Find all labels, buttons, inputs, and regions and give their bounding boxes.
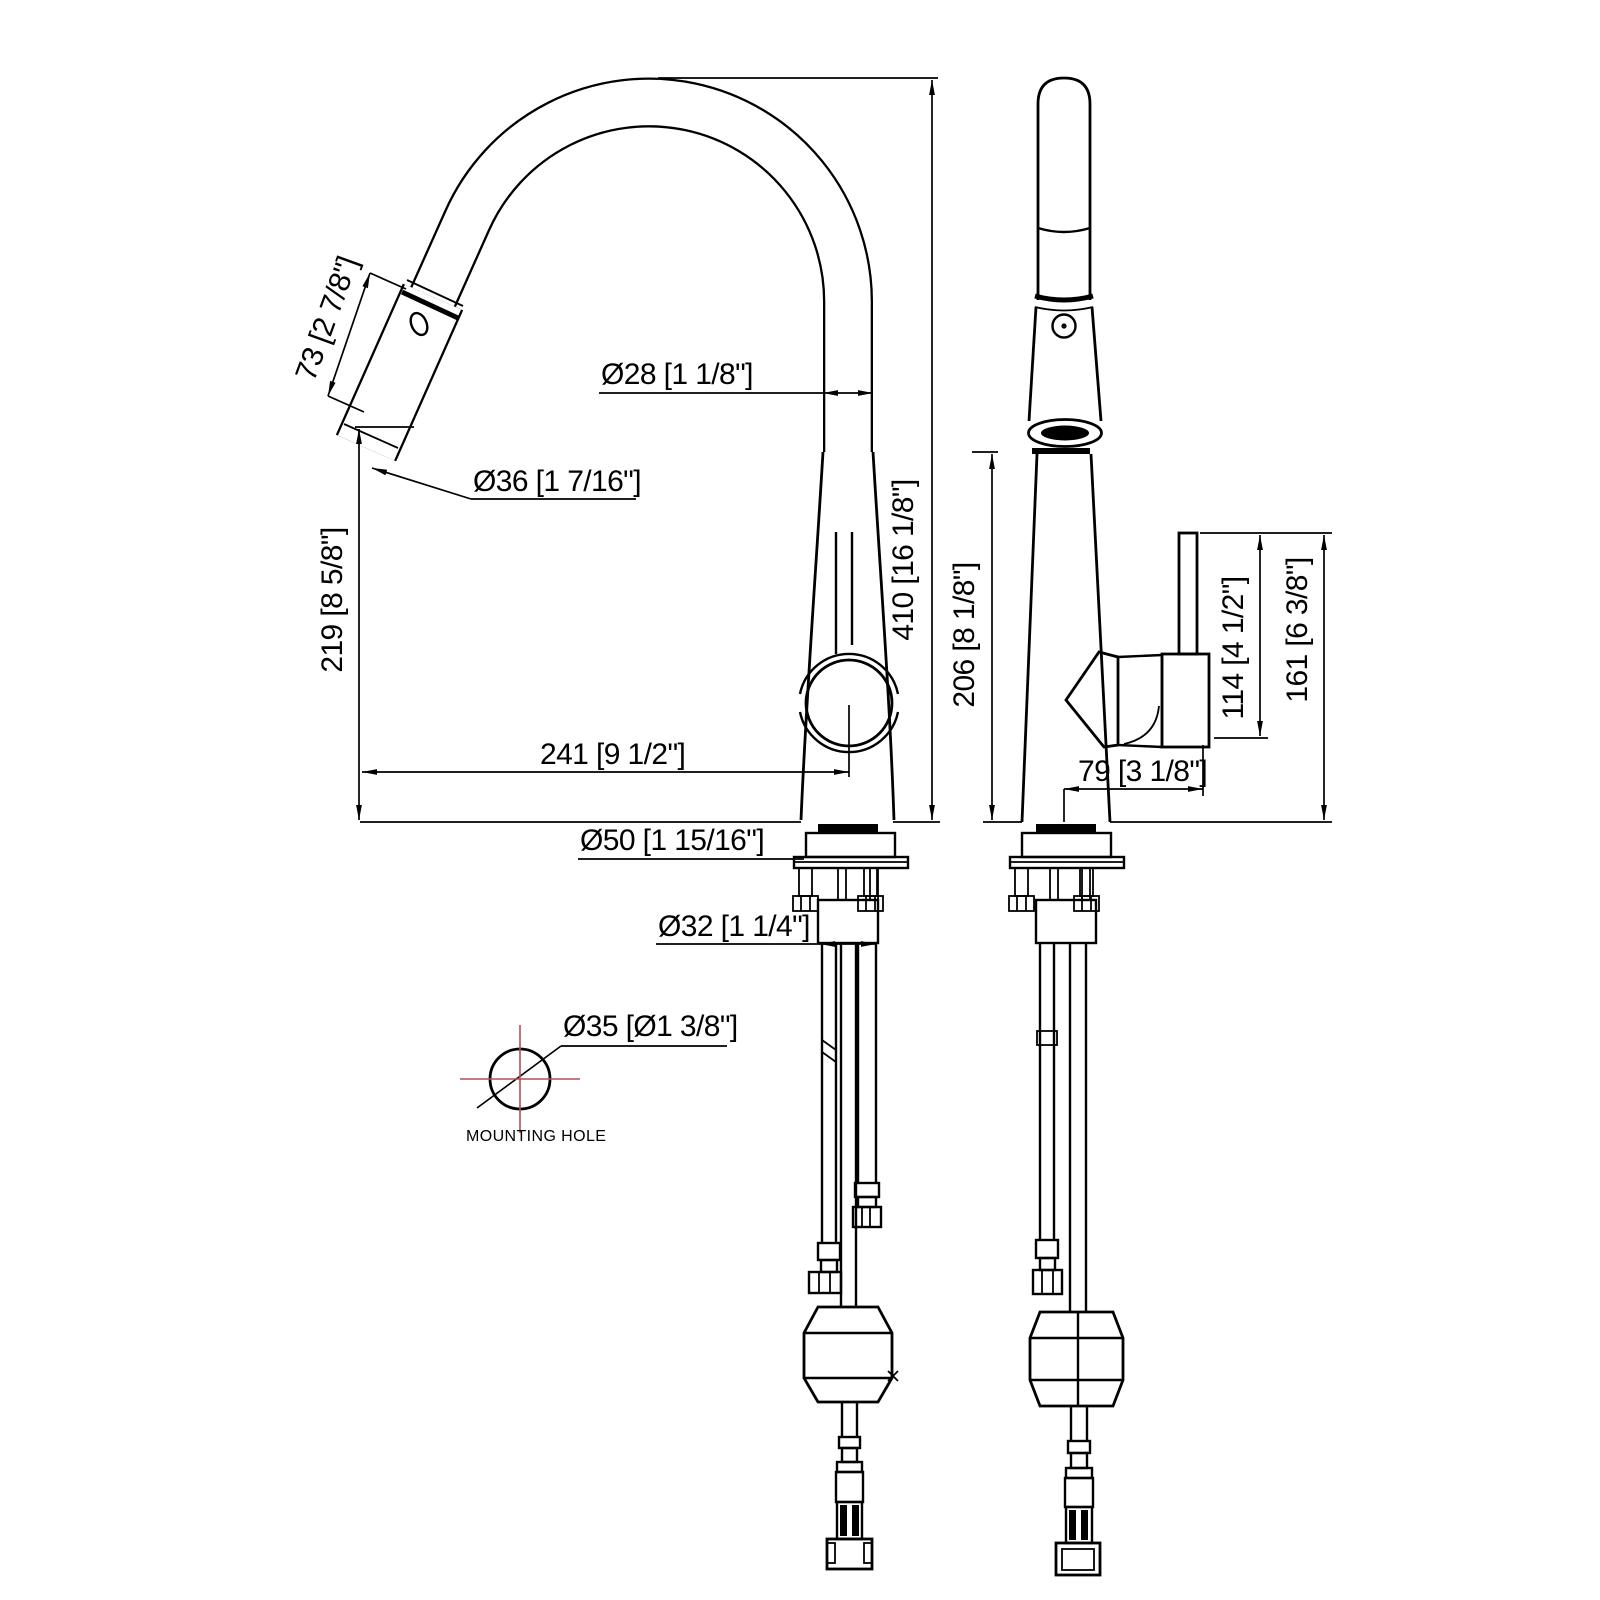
dim-spout-reach: 241 [9 1/2"] xyxy=(362,705,850,777)
front-spray-head xyxy=(1027,306,1103,454)
front-shank xyxy=(1034,898,1098,945)
dim-spout-height: 219 [8 5/8"] xyxy=(316,426,414,820)
dim-spout-height-label: 219 [8 5/8"] xyxy=(316,527,349,672)
dim-spout-tube-diameter-label: Ø28 [1 1/8"] xyxy=(601,358,753,391)
front-spout-tube xyxy=(1034,76,1094,312)
dim-handle-total-height: 161 [6 3/8"] xyxy=(1281,535,1327,820)
mounting-hole-detail: Ø35 [Ø1 3/8"] MOUNTING HOLE xyxy=(460,1010,738,1145)
front-mounting-hardware xyxy=(1008,824,1126,945)
dim-handle-lever-height-label: 114 [4 1/2"] xyxy=(1217,576,1250,719)
dim-handle-offset: 79 [3 1/8"] xyxy=(1063,745,1208,822)
dim-body-height: 206 [8 1/8"] xyxy=(948,451,998,820)
spray-button-side xyxy=(409,311,429,337)
spray-outlet-rim xyxy=(1027,418,1103,448)
spray-button-front xyxy=(1051,313,1077,339)
dim-spray-head-diameter: Ø36 [1 7/16"] xyxy=(371,465,642,500)
side-spray-head xyxy=(335,279,464,462)
side-spout-tube xyxy=(406,77,874,462)
side-hose-weight xyxy=(802,1305,899,1404)
spray-button-dot xyxy=(1061,323,1067,329)
dim-handle-offset-label: 79 [3 1/8"] xyxy=(1078,755,1207,788)
front-supply-hoses xyxy=(1031,943,1088,1312)
side-quick-connector xyxy=(825,1402,874,1571)
dim-shank-diameter: Ø32 [1 1/4"] xyxy=(656,910,876,947)
dim-body-height-label: 206 [8 1/8"] xyxy=(948,562,981,707)
dim-spray-head-diameter-label: Ø36 [1 7/16"] xyxy=(473,465,641,498)
dim-handle-total-height-label: 161 [6 3/8"] xyxy=(1281,557,1314,702)
head-joint-line-thick xyxy=(400,289,460,321)
side-supply-hoses xyxy=(807,943,883,1307)
supply-hose-nut xyxy=(1031,1268,1064,1296)
handle-lever xyxy=(1177,531,1199,656)
front-quick-connector xyxy=(1054,1406,1102,1577)
front-view: 206 [8 1/8"] 114 [4 1/2"] 161 [6 3/8"] 7… xyxy=(948,76,1332,1577)
head-joint-line-thin xyxy=(406,279,464,307)
mounting-hole-caption: MOUNTING HOLE xyxy=(466,1128,606,1145)
side-view: 73 [2 7/8"] Ø28 [1 1/8"] Ø36 [1 7/16"] 2… xyxy=(289,77,940,1571)
dim-handle-lever-height: 114 [4 1/2"] xyxy=(1200,532,1332,739)
dim-spout-tube-diameter: Ø28 [1 1/8"] xyxy=(599,358,873,396)
side-mounting-hardware xyxy=(792,824,910,945)
supply-hose-nut xyxy=(851,1205,883,1229)
mounting-hole-diameter-label: Ø35 [Ø1 3/8"] xyxy=(563,1010,738,1043)
front-body xyxy=(1020,453,1112,823)
front-handle xyxy=(1064,531,1211,749)
dim-base-diameter-label: Ø50 [1 15/16"] xyxy=(580,824,764,857)
front-hose-weight xyxy=(1028,1310,1125,1408)
dim-overall-height: 410 [16 1/8"] xyxy=(658,77,938,820)
dim-base-diameter: Ø50 [1 15/16"] xyxy=(578,824,804,860)
dim-overall-height-label: 410 [16 1/8"] xyxy=(887,479,920,640)
spray-outlet-face xyxy=(1041,425,1089,441)
head-aerator-line xyxy=(343,423,399,449)
dim-shank-diameter-label: Ø32 [1 1/4"] xyxy=(658,910,810,943)
dim-spout-reach-label: 241 [9 1/2"] xyxy=(540,738,685,771)
